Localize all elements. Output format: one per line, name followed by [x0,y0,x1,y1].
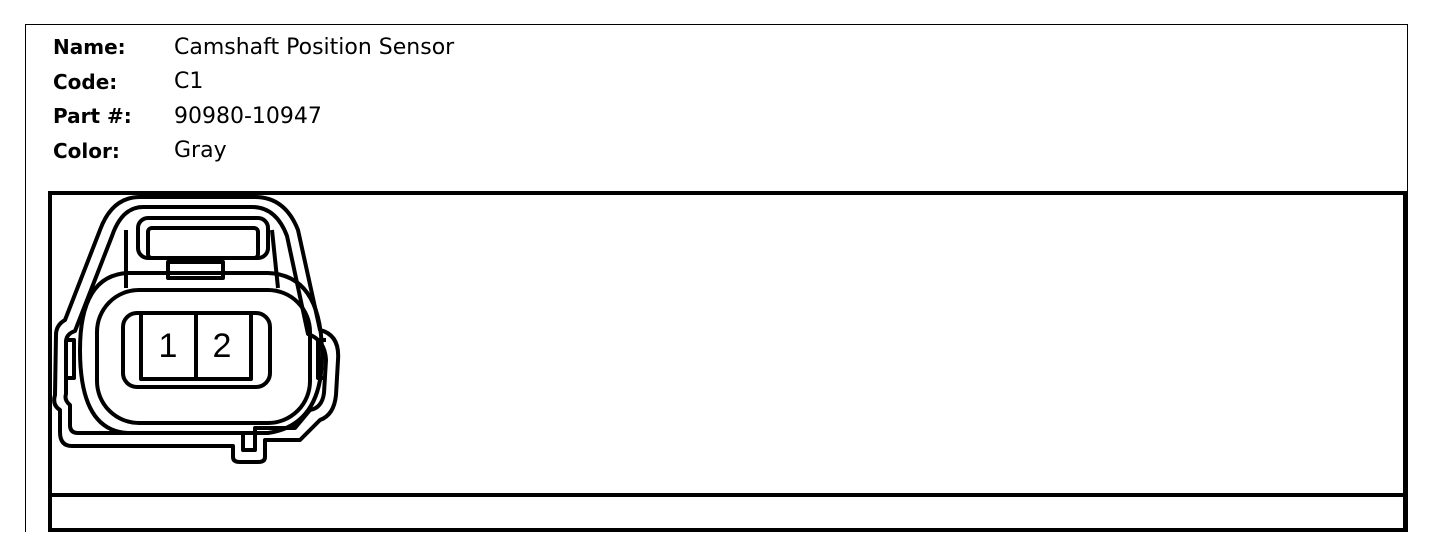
code-row: Code: C1 [53,65,454,100]
color-value: Gray [174,138,227,164]
color-label: Color: [53,138,120,163]
part-value: 90980-10947 [174,103,322,129]
latch-outer [136,216,270,260]
ear-left [66,338,76,380]
name-value: Camshaft Position Sensor [174,34,455,60]
footer-box [48,493,1407,532]
housing-outer [52,195,341,464]
connector-info: Name: Camshaft Position Sensor Code: C1 … [53,30,454,168]
name-row: Name: Camshaft Position Sensor [53,30,454,65]
face-inner [95,288,312,425]
part-label: Part #: [53,104,132,129]
name-label: Name: [53,35,126,60]
color-row: Color: Gray [53,134,454,169]
connector-face-diagram: 1 2 [52,195,341,464]
key-tab [166,260,225,280]
wall-right [270,229,280,289]
part-row: Part #: 90980-10947 [53,99,454,134]
latch-inner [146,226,260,260]
pin-2-label: 2 [213,327,232,365]
code-value: C1 [174,69,204,95]
outer-frame [25,24,1408,532]
face-outer [78,271,325,435]
code-label: Code: [53,69,118,94]
ear-right [316,338,326,380]
pin-1-label: 1 [159,327,178,365]
